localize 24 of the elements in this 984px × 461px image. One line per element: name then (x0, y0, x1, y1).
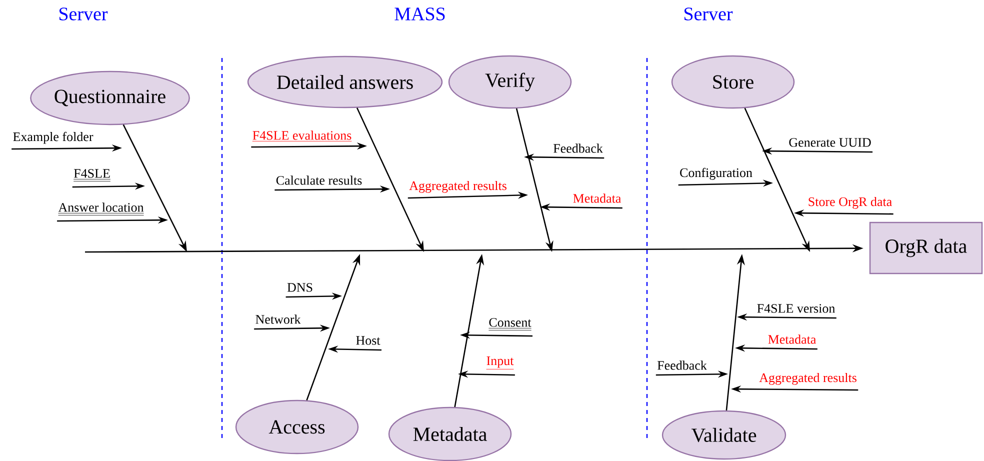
section-heading: Server (59, 8, 108, 20)
cause-label: F4SLE (73, 169, 111, 182)
cause-label: Calculate results (276, 176, 362, 185)
section-heading: MASS (394, 8, 445, 20)
cause-label: F4SLE version (757, 304, 835, 313)
cause-label: Configuration (680, 168, 752, 180)
cause-label: Aggregated results (409, 180, 506, 193)
cause-label: Input (486, 356, 514, 370)
cause-label: Host (356, 336, 380, 345)
cause-label: Feedback (657, 360, 707, 370)
cause-label: Feedback (553, 144, 603, 153)
cause-label: Aggregated results (759, 372, 856, 385)
cause-label: Answer location (58, 202, 144, 216)
section-heading: Server (684, 8, 733, 20)
cause-label: Example folder (13, 132, 94, 144)
cause-label: Metadata (768, 334, 816, 344)
cause-label: DNS (287, 283, 312, 292)
cause-label: F4SLE evaluations (252, 130, 352, 142)
cause-label: Generate UUID (789, 138, 871, 147)
cause-label: Store OrgR data (808, 196, 892, 209)
cause-label: Metadata (573, 194, 622, 203)
result-box: OrgR data (869, 222, 983, 274)
cause-label: Network (256, 314, 301, 324)
cause-label: Consent (488, 318, 532, 330)
